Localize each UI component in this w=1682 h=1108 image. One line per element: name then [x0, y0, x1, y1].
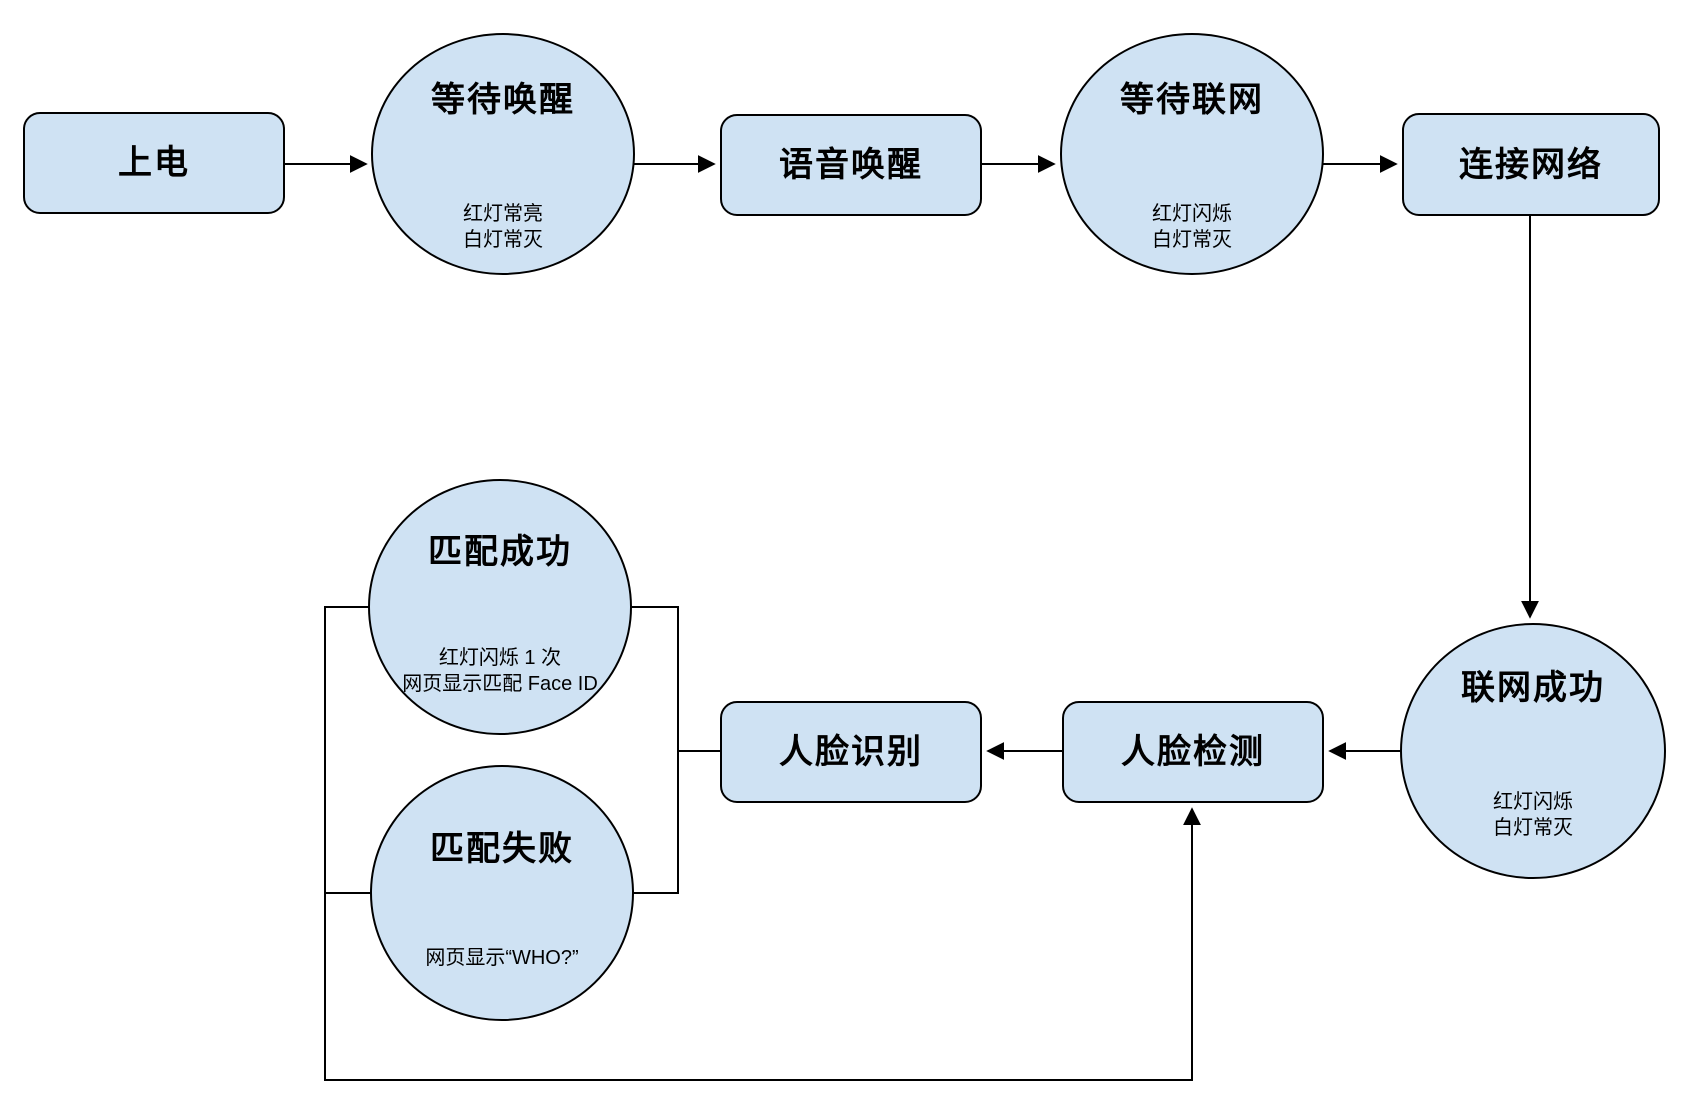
- node-wait-wake-subtext: 红灯常亮 白灯常灭: [373, 201, 633, 253]
- node-network-success: 联网成功 红灯闪烁 白灯常灭: [1400, 623, 1666, 879]
- node-voice-wake-label: 语音唤醒: [779, 146, 923, 184]
- node-match-fail-subtext: 网页显示“WHO?”: [372, 945, 632, 971]
- subtext-line: 网页显示匹配 Face ID: [402, 673, 598, 695]
- node-match-success-label: 匹配成功: [428, 533, 572, 571]
- subtext-line: 网页显示“WHO?”: [425, 947, 579, 969]
- node-connect-network-label: 连接网络: [1459, 145, 1603, 184]
- node-voice-wake: 语音唤醒: [720, 114, 982, 216]
- node-face-detect: 人脸检测: [1062, 701, 1324, 803]
- node-match-fail-label: 匹配失败: [430, 830, 574, 868]
- node-network-success-subtext: 红灯闪烁 白灯常灭: [1402, 789, 1664, 841]
- node-wait-network-subtext: 红灯闪烁 白灯常灭: [1062, 201, 1322, 253]
- node-wait-network-label: 等待联网: [1120, 81, 1264, 119]
- node-face-recognize: 人脸识别: [720, 701, 982, 803]
- node-face-detect-label: 人脸检测: [1121, 733, 1265, 771]
- node-network-success-label: 联网成功: [1461, 669, 1605, 707]
- subtext-line: 白灯常灭: [463, 229, 543, 251]
- subtext-line: 红灯闪烁: [1152, 203, 1232, 225]
- node-match-success: 匹配成功 红灯闪烁 1 次 网页显示匹配 Face ID: [368, 479, 632, 735]
- node-match-fail: 匹配失败 网页显示“WHO?”: [370, 765, 634, 1021]
- subtext-line: 白灯常灭: [1152, 229, 1232, 251]
- subtext-line: 红灯闪烁 1 次: [438, 647, 562, 669]
- node-connect-network: 连接网络: [1402, 113, 1660, 216]
- subtext-line: 白灯常灭: [1493, 817, 1573, 839]
- node-face-recognize-label: 人脸识别: [779, 733, 923, 771]
- subtext-line: 红灯闪烁: [1493, 791, 1573, 813]
- node-wait-wake-label: 等待唤醒: [431, 81, 575, 119]
- node-power-on-label: 上电: [118, 144, 190, 182]
- node-wait-network: 等待联网 红灯闪烁 白灯常灭: [1060, 33, 1324, 275]
- node-power-on: 上电: [23, 112, 285, 214]
- node-wait-wake: 等待唤醒 红灯常亮 白灯常灭: [371, 33, 635, 275]
- node-match-success-subtext: 红灯闪烁 1 次 网页显示匹配 Face ID: [370, 645, 630, 697]
- subtext-line: 红灯常亮: [463, 203, 543, 225]
